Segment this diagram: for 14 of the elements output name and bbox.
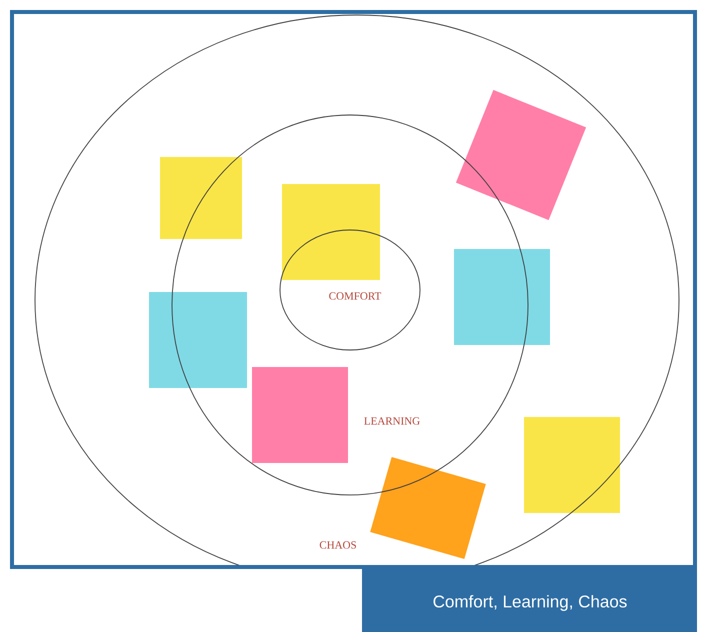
sticky-note xyxy=(149,292,247,388)
handwritten-label: LEARNING xyxy=(364,417,420,425)
sticky-note xyxy=(252,366,348,463)
sticky-note xyxy=(456,90,586,220)
handwritten-label: COMFORT xyxy=(329,292,382,300)
sticky-note xyxy=(524,417,620,513)
sticky-note xyxy=(282,184,380,280)
sticky-note xyxy=(454,249,550,345)
loop-outline xyxy=(172,114,528,496)
loop-outline xyxy=(280,230,420,350)
caption-bar: Comfort, Learning, Chaos xyxy=(362,566,697,632)
sticky-note xyxy=(370,457,486,559)
sticky-note xyxy=(160,157,242,239)
handwritten-label: CHAOS xyxy=(320,541,356,549)
